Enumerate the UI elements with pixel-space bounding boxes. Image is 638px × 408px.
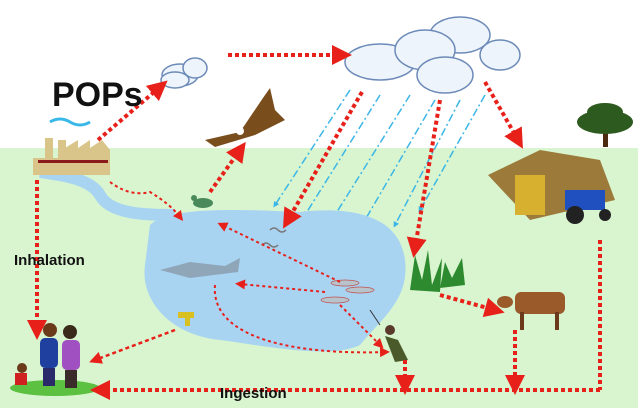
- farm-tractor-icon: [488, 150, 615, 224]
- worm-icon: [261, 227, 287, 248]
- arrow-grass-to-cow: [439, 293, 505, 318]
- fisherman-icon: [369, 309, 408, 362]
- tree-icon: [577, 103, 633, 147]
- arrow-cloud-to-farm: [483, 81, 523, 149]
- lake: [144, 209, 406, 352]
- grass-icon: [410, 250, 465, 292]
- inhalation-label: Inhalation: [14, 252, 85, 269]
- cow-icon: [497, 292, 565, 330]
- diagram-title: POPs: [52, 76, 143, 114]
- swordfish-icon: [160, 258, 240, 278]
- arrow-rain-to-lake: [282, 90, 364, 229]
- bird-icon: [191, 195, 213, 208]
- rain-cloud-icon: [344, 16, 521, 94]
- transport-arrows: [27, 45, 602, 400]
- small-cloud-icon: [160, 57, 208, 89]
- fish-school-icon: [320, 279, 375, 304]
- food-chain-arrows: [109, 181, 390, 358]
- ingestion-label: Ingestion: [220, 385, 287, 402]
- factory-icon: [33, 117, 110, 175]
- arrow-bird-to-eagle: [208, 141, 246, 194]
- eagle-icon: [205, 88, 285, 147]
- river: [39, 166, 176, 221]
- family-icon: [10, 323, 100, 396]
- water-tap-icon: [178, 312, 194, 326]
